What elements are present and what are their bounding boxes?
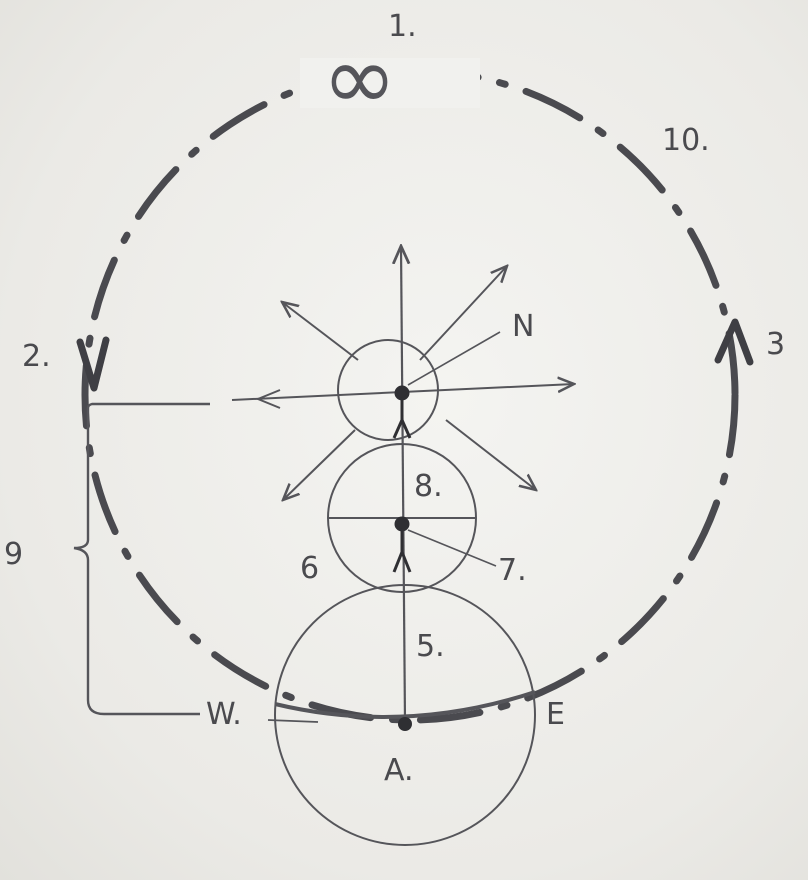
label-8: 8.: [414, 472, 443, 502]
label-9: 9: [4, 540, 23, 570]
figure-middle: [394, 518, 410, 572]
label-3: 3: [766, 330, 785, 360]
label-n: N: [512, 312, 534, 342]
label-7: 7.: [498, 556, 527, 586]
outer-dash-dot-circle: [85, 70, 735, 720]
label-e: E: [546, 700, 565, 730]
label-10: 10.: [662, 126, 710, 156]
seven-leader: [408, 530, 496, 566]
label-4: A.: [384, 756, 414, 786]
label-6: 6: [300, 554, 319, 584]
label-5: 5.: [416, 632, 445, 662]
bracket-9: [74, 404, 210, 714]
infinity-symbol: ∞: [322, 34, 397, 124]
arrow-upper-right: [420, 266, 507, 360]
center-dot: [398, 717, 412, 731]
arrow-upper-left: [282, 302, 358, 360]
arrow-lower-left: [283, 430, 355, 500]
label-w: W.: [206, 700, 242, 730]
label-2: 2.: [22, 342, 51, 372]
arrow-lower-right: [446, 420, 536, 490]
vertical-axis: [401, 246, 405, 722]
